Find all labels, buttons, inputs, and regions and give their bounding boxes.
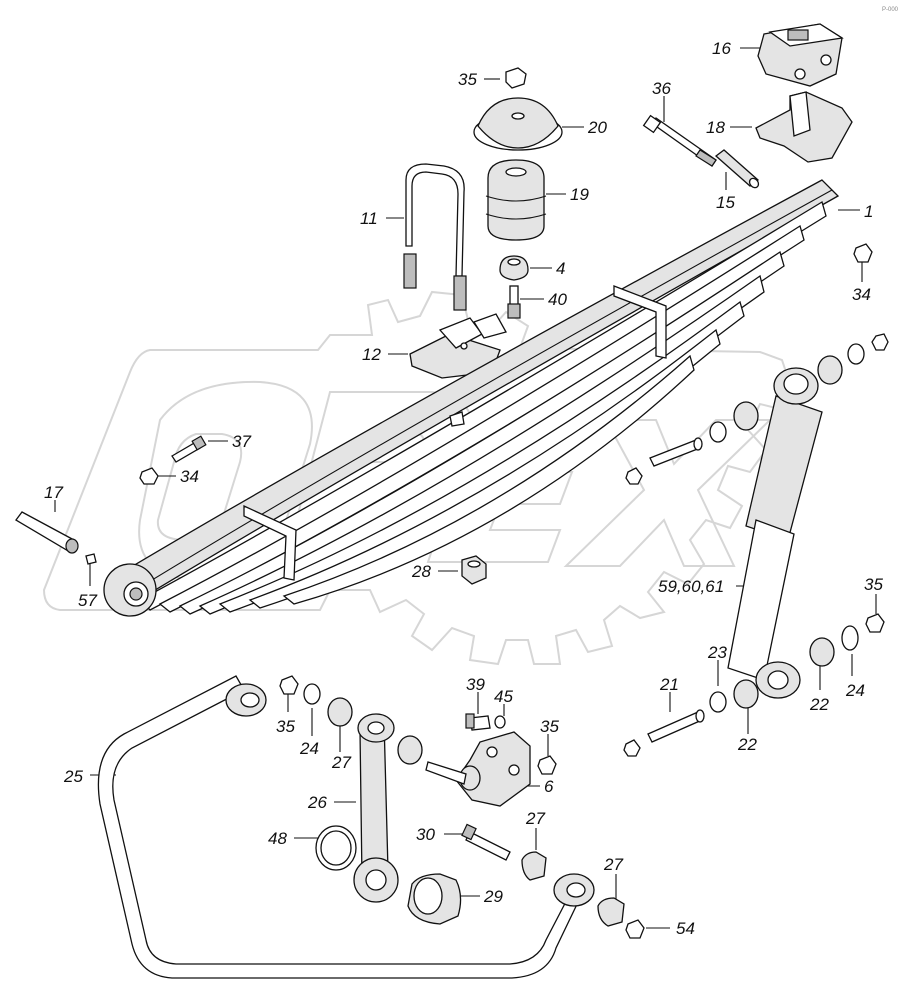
- part-shock-upper-hardware: [625, 333, 889, 485]
- part-34-nut-left: [139, 467, 159, 485]
- callout-34-left: 34: [180, 467, 199, 486]
- callout-57: 57: [78, 591, 97, 610]
- part-59-shock-absorber: [727, 367, 823, 699]
- part-30-bolt: [461, 823, 511, 861]
- part-28-nut: [461, 555, 487, 585]
- callout-35-mid: 35: [540, 717, 559, 736]
- part-39-bolt: [465, 713, 491, 731]
- callout-1: 1: [864, 202, 873, 221]
- callout-35-left: 35: [276, 717, 295, 736]
- part-19-rubber-buffer: [485, 159, 547, 241]
- part-25-stabilizer-bar: [97, 675, 595, 979]
- callout-29: 29: [483, 887, 503, 906]
- callout-39: 39: [466, 675, 485, 694]
- callout-21: 21: [659, 675, 679, 694]
- part-35-nut-mid: [537, 755, 557, 775]
- callout-36: 36: [652, 79, 671, 98]
- part-shock-lower-hardware: [623, 613, 885, 757]
- watermark-letter-x: [563, 419, 773, 567]
- part-6-bracket: [425, 731, 531, 807]
- part-48-ring: [315, 825, 357, 871]
- callout-54: 54: [676, 919, 695, 938]
- part-34-nut-right: [853, 243, 873, 263]
- part-1-leaf-spring: [103, 179, 840, 617]
- callout-4: 4: [556, 259, 565, 278]
- callout-59-60-61: 59,60,61: [658, 577, 724, 596]
- part-45-washer: [494, 715, 506, 729]
- callout-26: 26: [307, 793, 327, 812]
- callout-17: 17: [44, 483, 63, 502]
- part-35-nut-top: [505, 67, 527, 89]
- callout-12: 12: [362, 345, 381, 364]
- callout-37: 37: [232, 432, 251, 451]
- part-12-pad: [409, 313, 507, 379]
- callout-labels: 16 18 35 20 36 19 15 11 1 4 40 34 12 37 …: [44, 39, 883, 938]
- part-stabilizer-hardware-left: [279, 675, 353, 727]
- callout-20: 20: [587, 118, 607, 137]
- callout-16: 16: [712, 39, 731, 58]
- corner-mark: P-000: [882, 7, 899, 13]
- callout-6: 6: [544, 777, 554, 796]
- callout-28: 28: [411, 562, 431, 581]
- callout-18: 18: [706, 118, 725, 137]
- callout-34-right: 34: [852, 285, 871, 304]
- part-54-nut: [625, 919, 645, 939]
- part-29-bushing: [407, 873, 462, 925]
- callout-15: 15: [716, 193, 735, 212]
- part-18-bracket: [755, 91, 853, 163]
- watermark-gear-outline: [42, 290, 792, 666]
- callout-27-right: 27: [603, 855, 623, 874]
- callout-27-mid: 27: [525, 809, 545, 828]
- part-27-bushing-mid: [521, 851, 547, 881]
- callout-22-lower: 22: [737, 735, 757, 754]
- part-16-bracket: [757, 23, 844, 87]
- part-15-sleeve: [714, 149, 760, 189]
- callout-35-top: 35: [458, 70, 477, 89]
- part-11-u-bolt: [403, 163, 467, 311]
- callout-25: 25: [63, 767, 83, 786]
- part-17-pin: [15, 511, 79, 554]
- part-4-bushing: [499, 255, 529, 281]
- callout-45: 45: [494, 687, 513, 706]
- part-57-fitting: [85, 553, 97, 565]
- part-40-bolt: [507, 285, 521, 319]
- callout-30: 30: [416, 825, 435, 844]
- part-20-bump-cap: [473, 97, 563, 151]
- callout-24-left: 24: [299, 739, 319, 758]
- callout-24-right: 24: [845, 681, 865, 700]
- part-36-bolt: [642, 114, 717, 167]
- callout-11: 11: [360, 209, 378, 228]
- callout-27-left: 27: [331, 753, 351, 772]
- callout-22-right: 22: [809, 695, 829, 714]
- callout-48: 48: [268, 829, 287, 848]
- callout-35-right: 35: [864, 575, 883, 594]
- callout-23: 23: [707, 643, 727, 662]
- part-26-link: [353, 713, 423, 903]
- part-27-bushing-right: [597, 897, 625, 927]
- part-37-bolt: [171, 435, 207, 463]
- callout-40: 40: [548, 290, 567, 309]
- callout-19: 19: [570, 185, 589, 204]
- leader-lines: [54, 47, 877, 929]
